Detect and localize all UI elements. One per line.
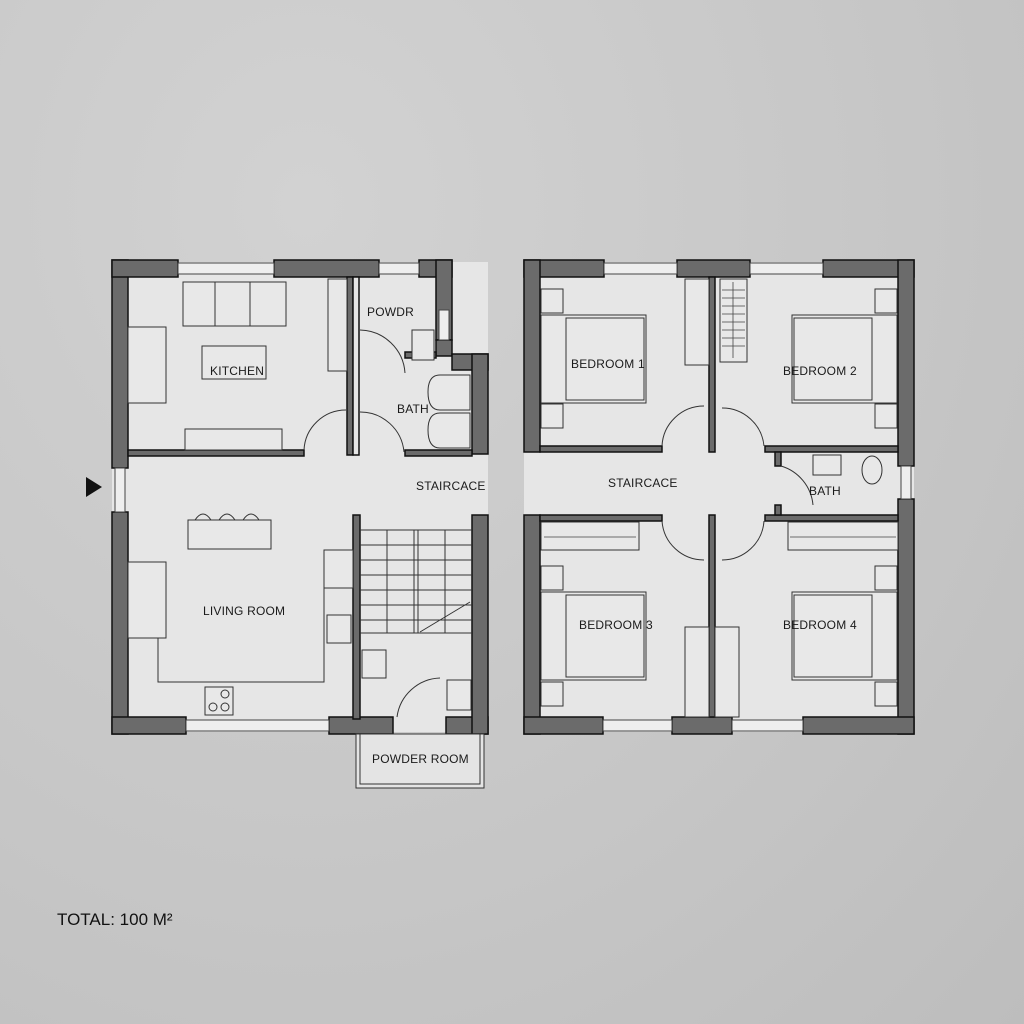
room-label-powdr: POWDR [367,305,414,319]
room-label-powder-room: POWDER ROOM [372,752,469,766]
room-label-bedroom-4: BEDROOM 4 [783,618,857,632]
room-label-living-room: LIVING ROOM [203,604,286,618]
room-label-bath: BATH [397,402,429,416]
room-label-bedroom-1: BEDROOM 1 [571,357,645,371]
room-label-bath-upper: BATH [809,484,841,498]
total-area-label: TOTAL: 100 M² [57,910,173,929]
wall [111,259,129,469]
room-label-bedroom-2: BEDROOM 2 [783,364,857,378]
ground-floor [86,259,489,789]
room-label-staircase-ground: STAIRCACE [416,479,486,493]
stairs [360,529,472,634]
entrance-arrow-icon [86,477,102,497]
room-label-bedroom-3: BEDROOM 3 [579,618,653,632]
room-label-kitchen: KITCHEN [210,364,265,378]
room-label-staircase-upper: STAIRCACE [608,476,678,490]
upper-floor [523,259,915,735]
